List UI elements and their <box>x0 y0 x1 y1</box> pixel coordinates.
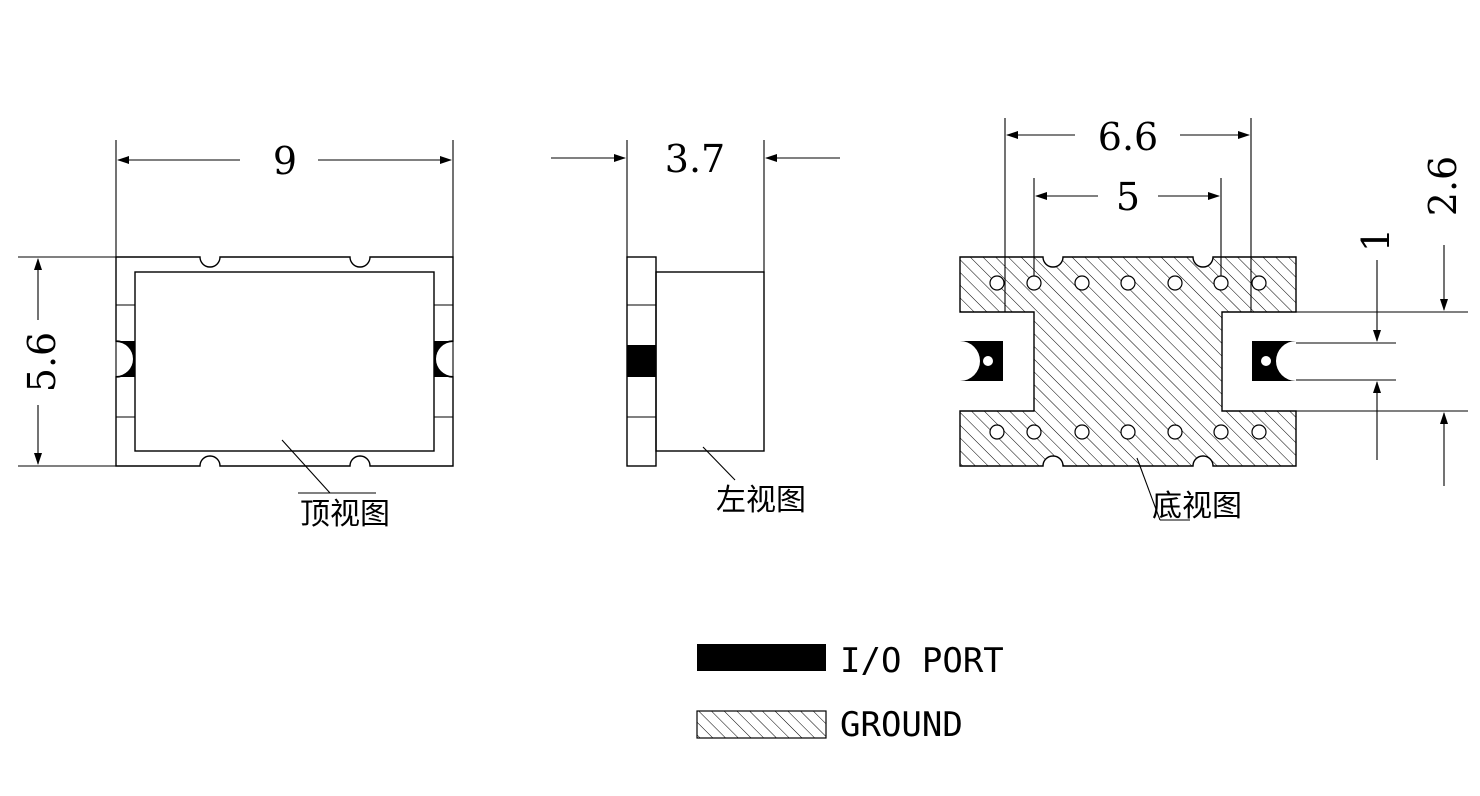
legend-ground-swatch <box>696 710 827 739</box>
dimension-bottom-outer-label: 6.6 <box>1098 115 1158 159</box>
bottom-view-io-pad-right <box>1252 341 1296 381</box>
left-view-io-pad <box>627 345 656 377</box>
dimension-width-label: 9 <box>273 139 297 183</box>
dimension-height: 5.6 <box>20 258 64 465</box>
dimension-bottom-inner-label: 5 <box>1116 175 1140 219</box>
dimension-port-pitch-label: 2.6 <box>1421 156 1465 216</box>
bottom-view-label: 底视图 <box>1152 489 1242 524</box>
legend-ground-label: GROUND <box>840 705 963 745</box>
legend: I/O PORT GROUND <box>696 641 1004 745</box>
dimension-depth: 3.7 <box>551 137 840 181</box>
bottom-view-io-pad-left <box>960 341 1003 381</box>
bottom-view-ground <box>959 256 1297 467</box>
dimension-port-width-label: 1 <box>1354 228 1398 252</box>
dimension-bottom-inner: 5 <box>1035 175 1220 219</box>
left-view: 3.7 左视图 <box>551 137 840 518</box>
dimension-port-pitch: 2.6 <box>1421 156 1465 486</box>
dimension-depth-label: 3.7 <box>665 137 725 181</box>
dimension-height-label: 5.6 <box>20 332 64 392</box>
top-view-lid <box>134 271 435 452</box>
top-view-outline <box>115 256 454 467</box>
legend-io-port-swatch <box>697 644 826 671</box>
left-view-label: 左视图 <box>716 483 806 518</box>
left-view-lid <box>655 271 765 452</box>
dimension-width: 9 <box>117 139 452 183</box>
top-view: 9 5.6 顶视图 <box>18 139 470 532</box>
dimension-bottom-outer: 6.6 <box>1006 115 1250 159</box>
bottom-view: 6.6 5 <box>959 115 1468 524</box>
dimension-port-width: 1 <box>1354 228 1398 460</box>
top-view-label: 顶视图 <box>300 497 390 532</box>
bottom-view-vias <box>989 275 1267 440</box>
legend-io-port-label: I/O PORT <box>840 641 1004 681</box>
